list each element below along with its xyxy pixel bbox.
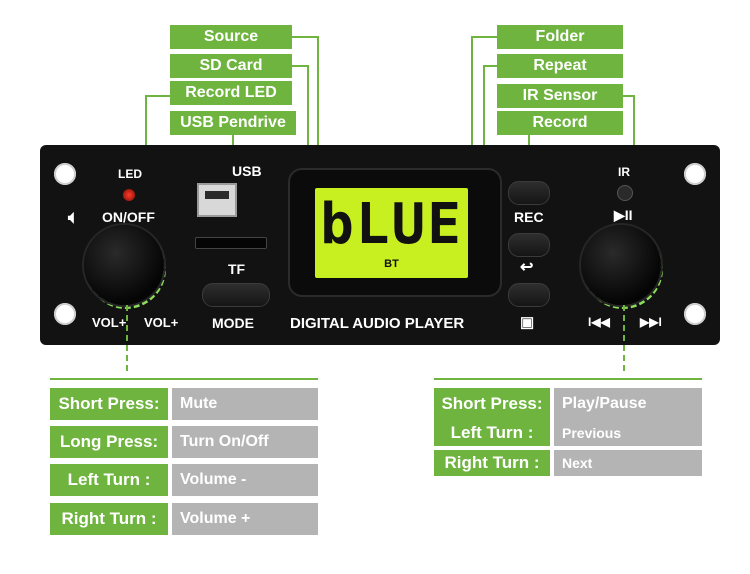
mount-hole-bottom-left — [54, 303, 76, 325]
next-icon: ▶▶I — [640, 315, 662, 329]
vol-plus-left-label: VOL+ — [92, 315, 127, 330]
mode-label: MODE — [212, 315, 254, 331]
display-text: bLUE — [320, 192, 463, 257]
display-subtext: BT — [384, 258, 399, 270]
vol-plus-right-label: VOL+ — [144, 315, 179, 330]
left-result-0: Mute — [172, 388, 318, 420]
lcd-display: bLUE BT — [315, 188, 468, 278]
repeat-button[interactable] — [508, 233, 550, 257]
on-off-label: ON/OFF — [102, 209, 155, 225]
left-action-1: Long Press: — [50, 426, 168, 458]
callout-ir-sensor: IR Sensor — [497, 84, 623, 108]
left-result-3: Volume + — [172, 503, 318, 535]
mute-icon: 🔈︎ — [68, 207, 79, 227]
callout-source: Source — [170, 25, 292, 49]
previous-icon: I◀◀ — [588, 315, 610, 329]
playback-knob[interactable] — [581, 225, 661, 305]
record-led — [123, 189, 135, 201]
callout-folder: Folder — [497, 25, 623, 49]
folder-icon: ▣ — [520, 314, 535, 331]
play-pause-icon: ▶II — [614, 207, 633, 223]
usb-port[interactable] — [197, 183, 237, 217]
callout-sd-card: SD Card — [170, 54, 292, 78]
callout-repeat: Repeat — [497, 54, 623, 78]
left-result-2: Volume - — [172, 464, 318, 496]
rec-button[interactable] — [508, 181, 550, 205]
mode-button[interactable] — [202, 283, 270, 307]
left-action-2: Left Turn : — [50, 464, 168, 496]
right-action-0: Short Press: — [434, 388, 550, 420]
product-name: DIGITAL AUDIO PLAYER — [290, 315, 465, 332]
sd-card-slot[interactable] — [195, 237, 267, 249]
left-table-rule — [50, 378, 318, 380]
callout-usb-pendrive: USB Pendrive — [170, 111, 296, 135]
right-action-2: Right Turn : — [434, 450, 550, 476]
left-result-1: Turn On/Off — [172, 426, 318, 458]
callout-record: Record — [497, 111, 623, 135]
callout-record-led: Record LED — [170, 81, 292, 105]
right-result-1: Previous — [554, 420, 702, 446]
right-result-0: Play/Pause — [554, 388, 702, 420]
folder-button[interactable] — [508, 283, 550, 307]
right-action-1: Left Turn : — [434, 420, 550, 446]
right-table-rule — [434, 378, 702, 380]
right-result-2: Next — [554, 450, 702, 476]
ir-label: IR — [618, 165, 630, 179]
usb-label: USB — [232, 163, 262, 179]
volume-knob[interactable] — [84, 225, 164, 305]
tf-label: TF — [228, 261, 246, 277]
rec-label: REC — [514, 209, 544, 225]
left-action-0: Short Press: — [50, 388, 168, 420]
left-action-3: Right Turn : — [50, 503, 168, 535]
mount-hole-top-right — [684, 163, 706, 185]
led-label: LED — [118, 167, 142, 181]
mount-hole-top-left — [54, 163, 76, 185]
ir-sensor — [617, 185, 633, 201]
mount-hole-bottom-right — [684, 303, 706, 325]
repeat-icon: ↩ — [520, 259, 534, 276]
